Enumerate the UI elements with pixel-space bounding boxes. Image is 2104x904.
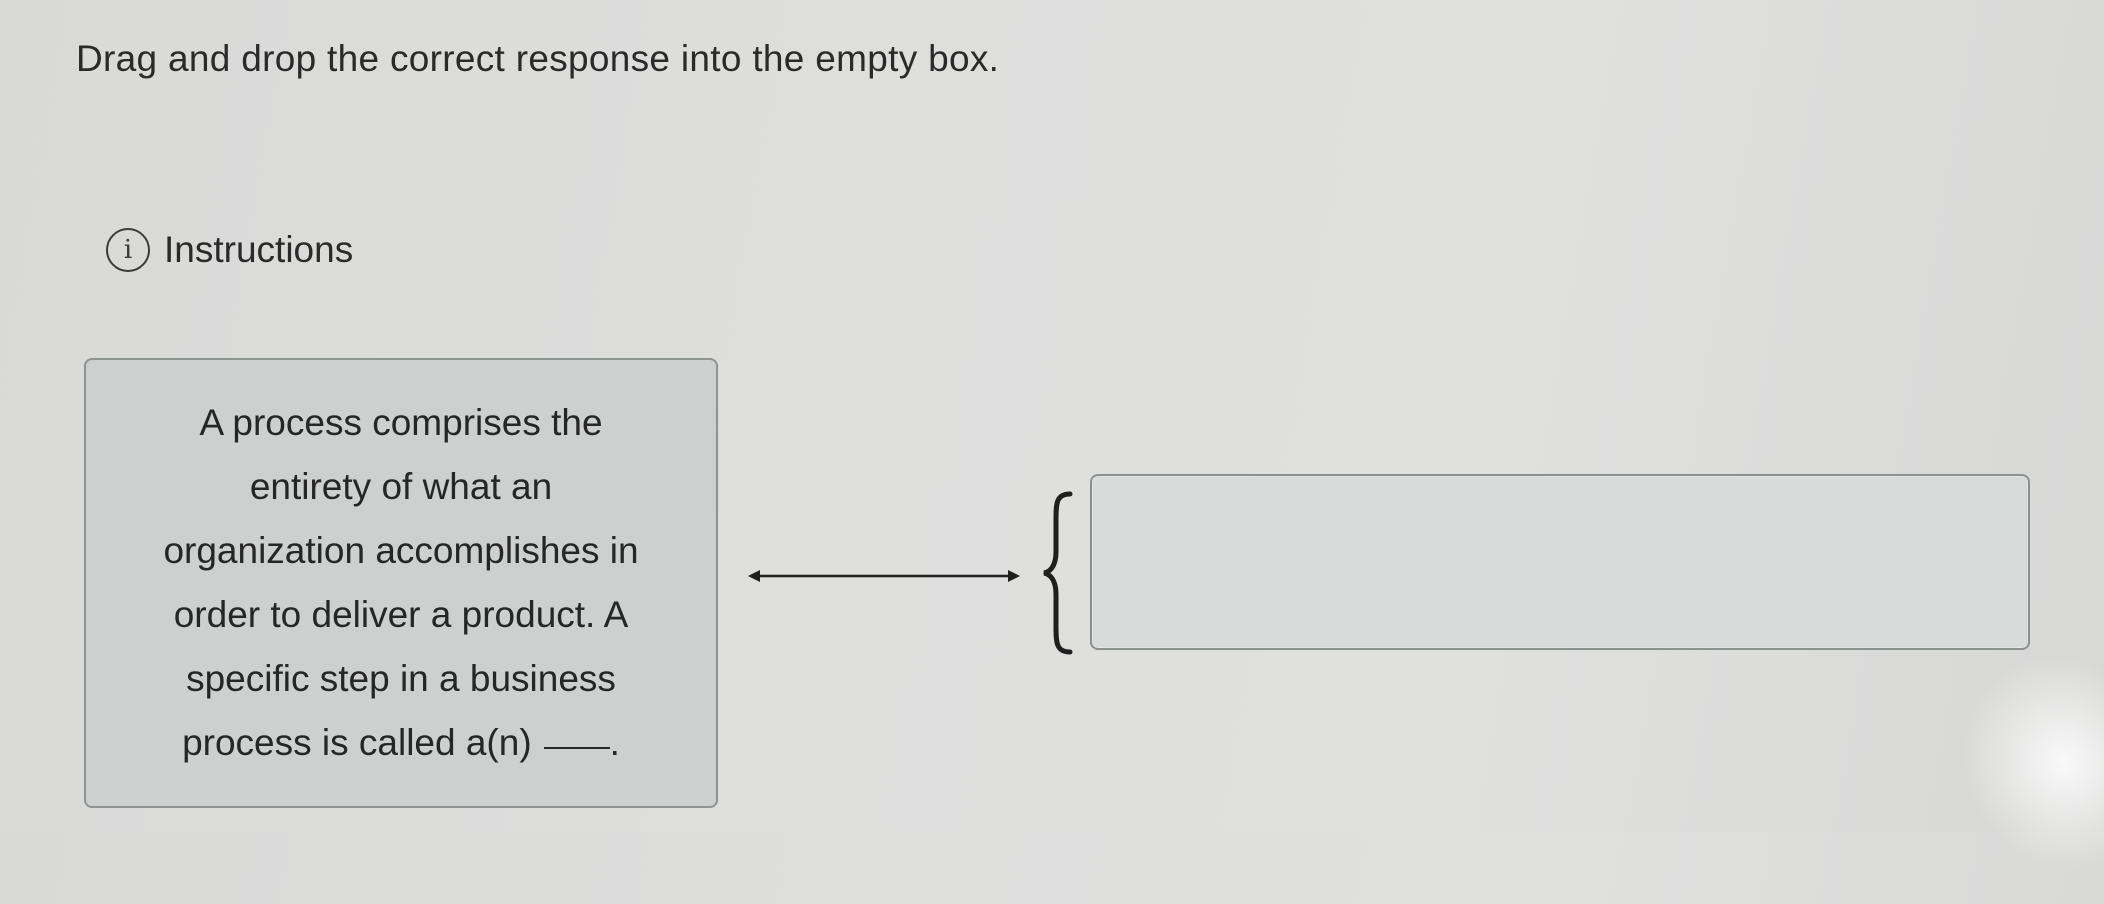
question-prompt: Drag and drop the correct response into … xyxy=(76,38,1000,79)
prompt-line: A process comprises the xyxy=(199,402,603,443)
double-arrow-icon xyxy=(748,570,1020,582)
prompt-line: organization accomplishes in xyxy=(163,530,639,571)
curly-brace-icon xyxy=(1043,491,1073,655)
prompt-line: entirety of what an xyxy=(249,466,553,507)
answer-dropzone[interactable] xyxy=(1090,474,2030,650)
screen-glare xyxy=(1926,620,2104,904)
prompt-period: . xyxy=(609,722,620,763)
prompt-line: specific step in a business xyxy=(186,658,616,699)
instructions-toggle[interactable]: i Instructions xyxy=(106,228,353,272)
prompt-card: A process comprises the entirety of what… xyxy=(84,358,718,808)
info-icon: i xyxy=(106,228,150,272)
answer-blank xyxy=(543,747,610,749)
instructions-label: Instructions xyxy=(164,229,354,270)
prompt-line: process is called a(n) xyxy=(182,722,532,763)
prompt-line: order to deliver a product. A xyxy=(173,594,629,635)
prompt-text: A process comprises the entirety of what… xyxy=(163,391,638,775)
